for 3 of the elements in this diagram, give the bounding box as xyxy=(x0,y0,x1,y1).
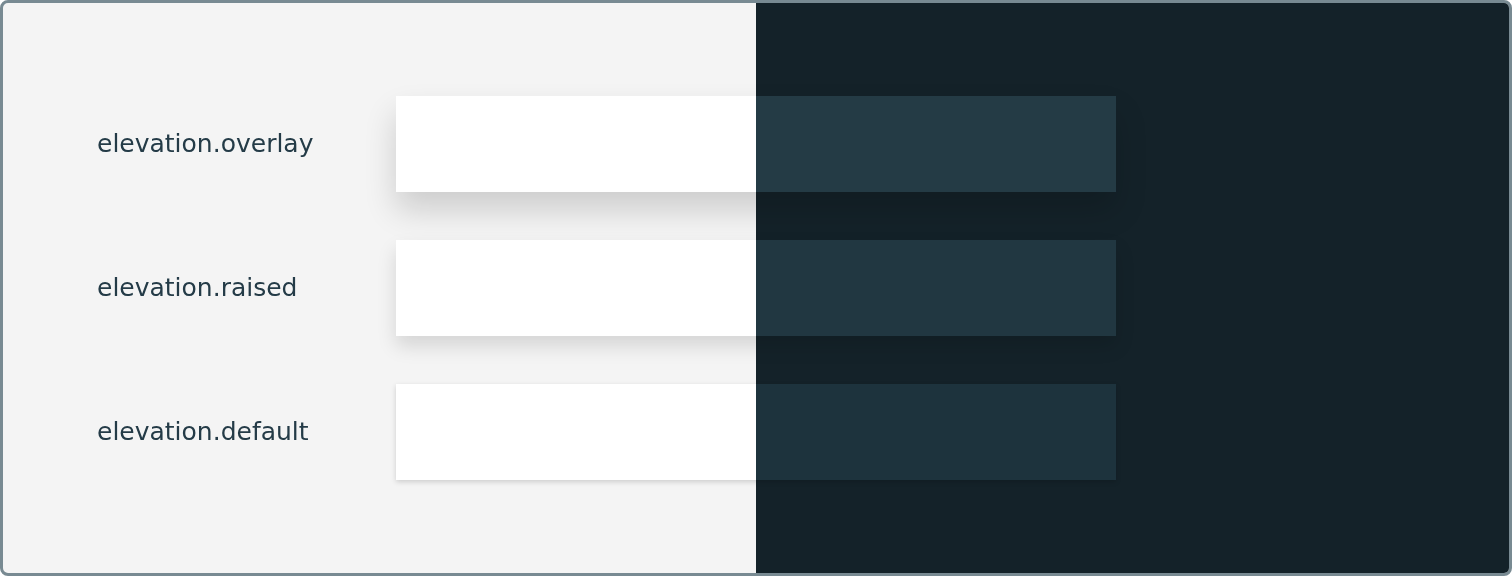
token-label: elevation.raised xyxy=(97,272,298,304)
token-label: elevation.default xyxy=(97,416,309,448)
token-label: elevation.overlay xyxy=(97,128,314,160)
